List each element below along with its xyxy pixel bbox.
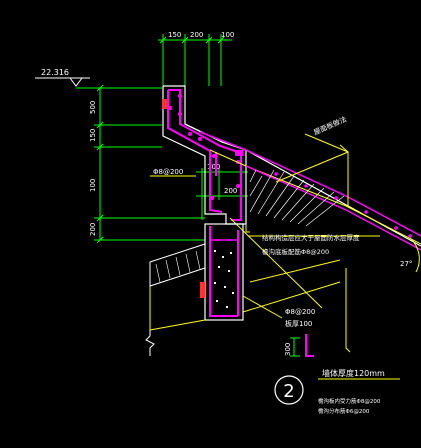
gutter-rebar-dots [168,94,240,200]
note-structure: 结构构造层应大于屋面防水层厚度 [262,233,360,242]
wall-section-marker [200,282,205,298]
gutter-ring-marker [235,150,243,156]
detail-number: 2 [283,381,294,402]
top-dimension-chain [158,34,232,86]
rebar-label-upper: Φ8@200 [153,168,183,176]
floor-slab-lines [149,259,351,353]
break-line [145,330,155,356]
note-wall: 墙体厚度120mm [322,368,385,378]
slab-label: 板厚100 [285,319,312,328]
top-dim-200: 200 [190,31,203,39]
roof-slab-rebar-dots [274,172,412,238]
angle-arc [409,237,420,273]
angle-label: 27° [400,260,412,268]
slab-note-leader [242,295,283,319]
wall-column-hatch [214,250,234,308]
roof-hatch [249,169,345,227]
mid-dim-100: 100 [207,163,220,171]
yellow-leaders [229,133,380,309]
left-dim-500: 500 [89,101,97,114]
top-dim-100: 100 [221,31,234,39]
bottom-dim-300: 300 [284,343,292,356]
note-gutter: 檐沟底板配筋Φ8@200 [262,247,329,256]
top-dim-150: 150 [168,31,181,39]
note-flashing: 屋面板做法 [312,114,348,136]
gutter-rebar-marker [162,99,167,109]
left-dim-200: 200 [89,223,97,236]
brick-beam [149,243,206,287]
wall-column [204,223,244,321]
gutter-concrete-outline [162,85,247,225]
left-dim-100: 100 [89,179,97,192]
left-dimension-chain [76,84,205,244]
bottom-rebar-hook [305,334,314,357]
rebar-label-lower: Φ8@200 [285,308,315,316]
note-rebar-2: 檐沟分布筋Φ6@200 [318,407,370,415]
mid-dim-200: 200 [224,187,237,195]
elevation-label: 22.316 [41,68,69,77]
roof-slab [184,123,421,251]
bottom-dimension [290,337,300,357]
note-rebar-1: 檐沟板内受力筋Φ8@200 [318,397,381,405]
elevation-marker [35,77,90,87]
detail-number-circle [274,375,304,405]
left-dim-150: 150 [89,129,97,142]
